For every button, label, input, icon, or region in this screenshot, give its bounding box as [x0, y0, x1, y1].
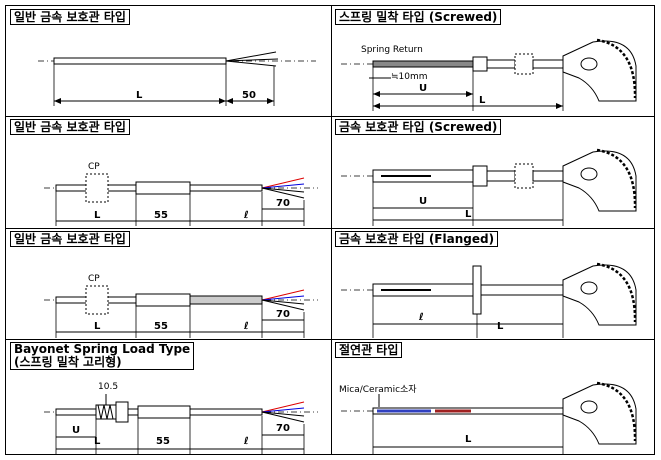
probe-drawing — [341, 38, 637, 111]
panel-general-metal-2: 일반 금속 보호관 타입 CP L 55 ℓ 70 — [6, 116, 331, 228]
row-divider — [6, 116, 654, 117]
panel-title: 스프링 밀착 타입 (Screwed) — [335, 9, 502, 25]
dim-L: L — [94, 436, 101, 447]
dim-l: ℓ — [419, 312, 424, 323]
panel-metal-screwed: 금속 보호관 타입 (Screwed) U L — [331, 116, 656, 228]
dim-l: ℓ — [244, 321, 249, 332]
dim-l: ℓ — [244, 210, 249, 221]
row-divider — [6, 228, 654, 229]
dim-L: L — [497, 321, 504, 332]
panel-general-metal-1: 일반 금속 보호관 타입 L 50 — [6, 6, 331, 116]
dim-70: 70 — [276, 198, 290, 209]
mica-label: Mica/Ceramic소자 — [339, 385, 417, 395]
title-line-2: (스프링 밀착 고리형) — [14, 355, 122, 369]
panel-title: 일반 금속 보호관 타입 — [10, 9, 130, 25]
cp-label: CP — [88, 162, 100, 172]
probe-drawing — [44, 285, 318, 338]
dim-L: L — [136, 90, 143, 101]
probe-drawing — [44, 394, 318, 454]
dim-70: 70 — [276, 423, 290, 434]
dim-55: 55 — [156, 436, 170, 447]
probe-drawing — [341, 381, 637, 454]
dim-L: L — [465, 434, 472, 445]
cp-label: CP — [88, 274, 100, 284]
spring-dim: 10.5 — [98, 382, 119, 392]
dim-U: U — [419, 196, 428, 207]
panel-insulated: 절연관 타입 Mica/Ceramic소자 L — [331, 339, 656, 456]
panel-title: 일반 금속 보호관 타입 — [10, 119, 130, 135]
panel-title: 금속 보호관 타입 (Flanged) — [335, 231, 499, 247]
panel-title: 절연관 타입 — [335, 342, 403, 358]
row-divider — [6, 339, 654, 340]
dim-l: ℓ — [244, 436, 249, 447]
dim-L: L — [94, 321, 101, 332]
panel-metal-flanged: 금속 보호관 타입 (Flanged) ℓ L — [331, 228, 656, 339]
dim-70: 70 — [276, 309, 290, 320]
diagram-grid: 일반 금속 보호관 타입 L 50 스프링 밀착 타입 (Screwed) Sp… — [5, 5, 655, 455]
probe-drawing — [38, 51, 316, 106]
probe-drawing — [341, 262, 637, 338]
dim-U: U — [72, 425, 81, 436]
probe-drawing — [44, 173, 318, 226]
title-line-1: Bayonet Spring Load Type — [14, 342, 191, 356]
column-divider — [331, 6, 332, 454]
gap-label: ≒10mm — [391, 72, 428, 82]
spring-return-label: Spring Return — [361, 45, 423, 55]
dim-U: U — [419, 83, 428, 94]
dim-L: L — [465, 209, 472, 220]
panel-title: Bayonet Spring Load Type (스프링 밀착 고리형) — [10, 342, 195, 370]
dim-55: 55 — [154, 321, 168, 332]
panel-spring-screwed: 스프링 밀착 타입 (Screwed) Spring Return ≒10mm … — [331, 6, 656, 116]
panel-general-metal-3: 일반 금속 보호관 타입 CP L 55 ℓ 70 — [6, 228, 331, 339]
dim-55: 55 — [154, 210, 168, 221]
probe-drawing — [341, 148, 637, 226]
dim-L: L — [479, 95, 486, 106]
panel-bayonet: Bayonet Spring Load Type (스프링 밀착 고리형) 10… — [6, 339, 331, 456]
panel-title: 일반 금속 보호관 타입 — [10, 231, 130, 247]
dim-L: L — [94, 210, 101, 221]
panel-title: 금속 보호관 타입 (Screwed) — [335, 119, 502, 135]
dim-tail: 50 — [242, 90, 256, 101]
